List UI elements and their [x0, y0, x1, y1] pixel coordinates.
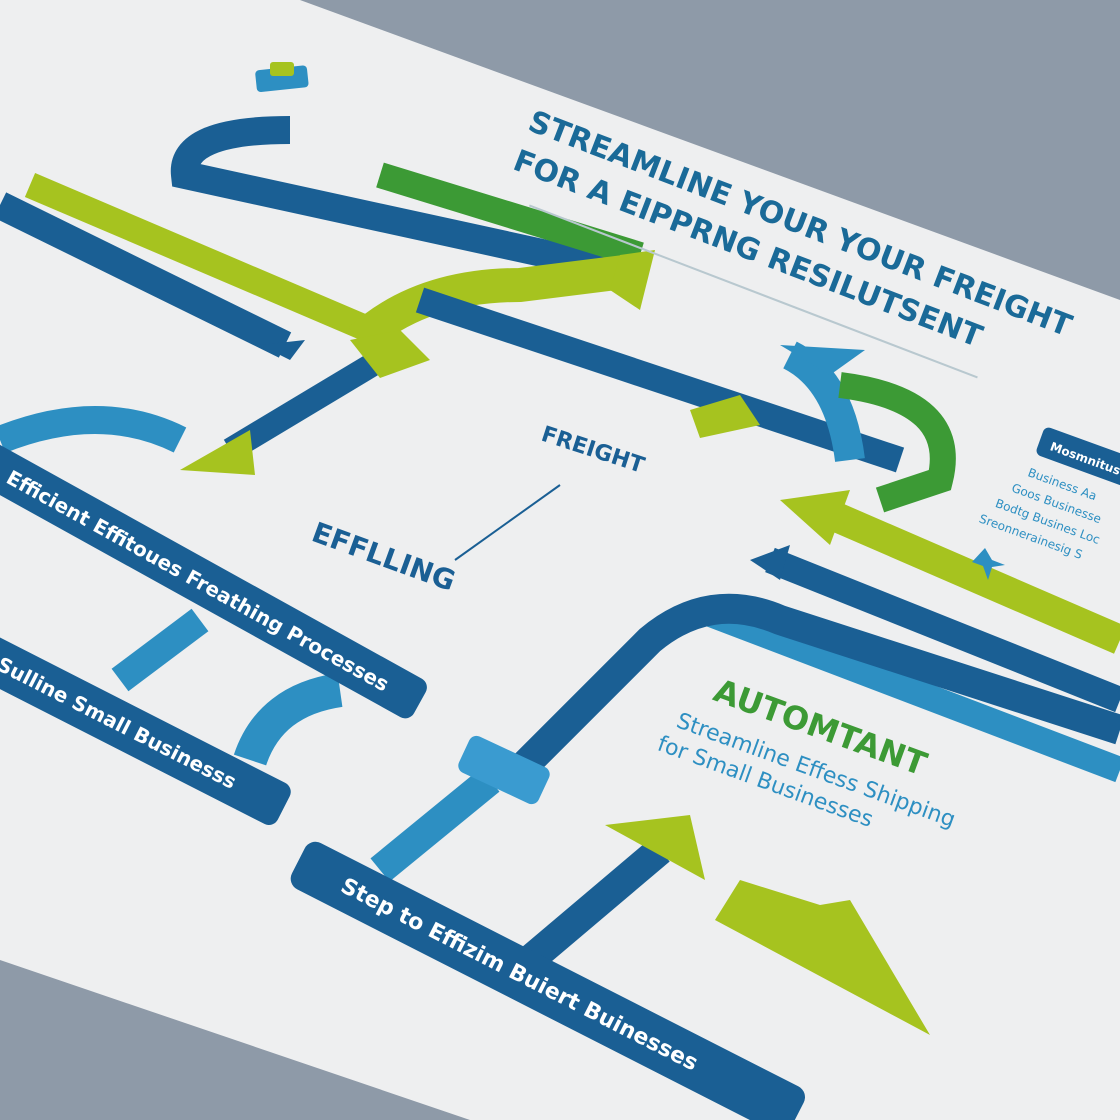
arrow-heads: [180, 250, 930, 1035]
arrow-head-icon: [260, 340, 305, 360]
arrow-head-icon: [180, 430, 255, 475]
arrow-head-icon: [350, 330, 430, 378]
arrow-head-icon: [750, 545, 790, 580]
flow-bars: [0, 116, 1120, 972]
logo-icon: [255, 65, 309, 93]
connector-node: [458, 735, 550, 805]
logo-accent: [270, 62, 294, 76]
arrow-head-icon: [690, 395, 760, 438]
arrow-head-icon: [780, 490, 850, 545]
arrow-head-icon: [605, 815, 705, 880]
airplane-icon: [972, 548, 1005, 580]
arrow-head-icon: [610, 250, 655, 310]
center-connector: [454, 484, 561, 561]
arrow-head-icon: [715, 880, 930, 1035]
arrow-head-icon: [780, 345, 865, 375]
